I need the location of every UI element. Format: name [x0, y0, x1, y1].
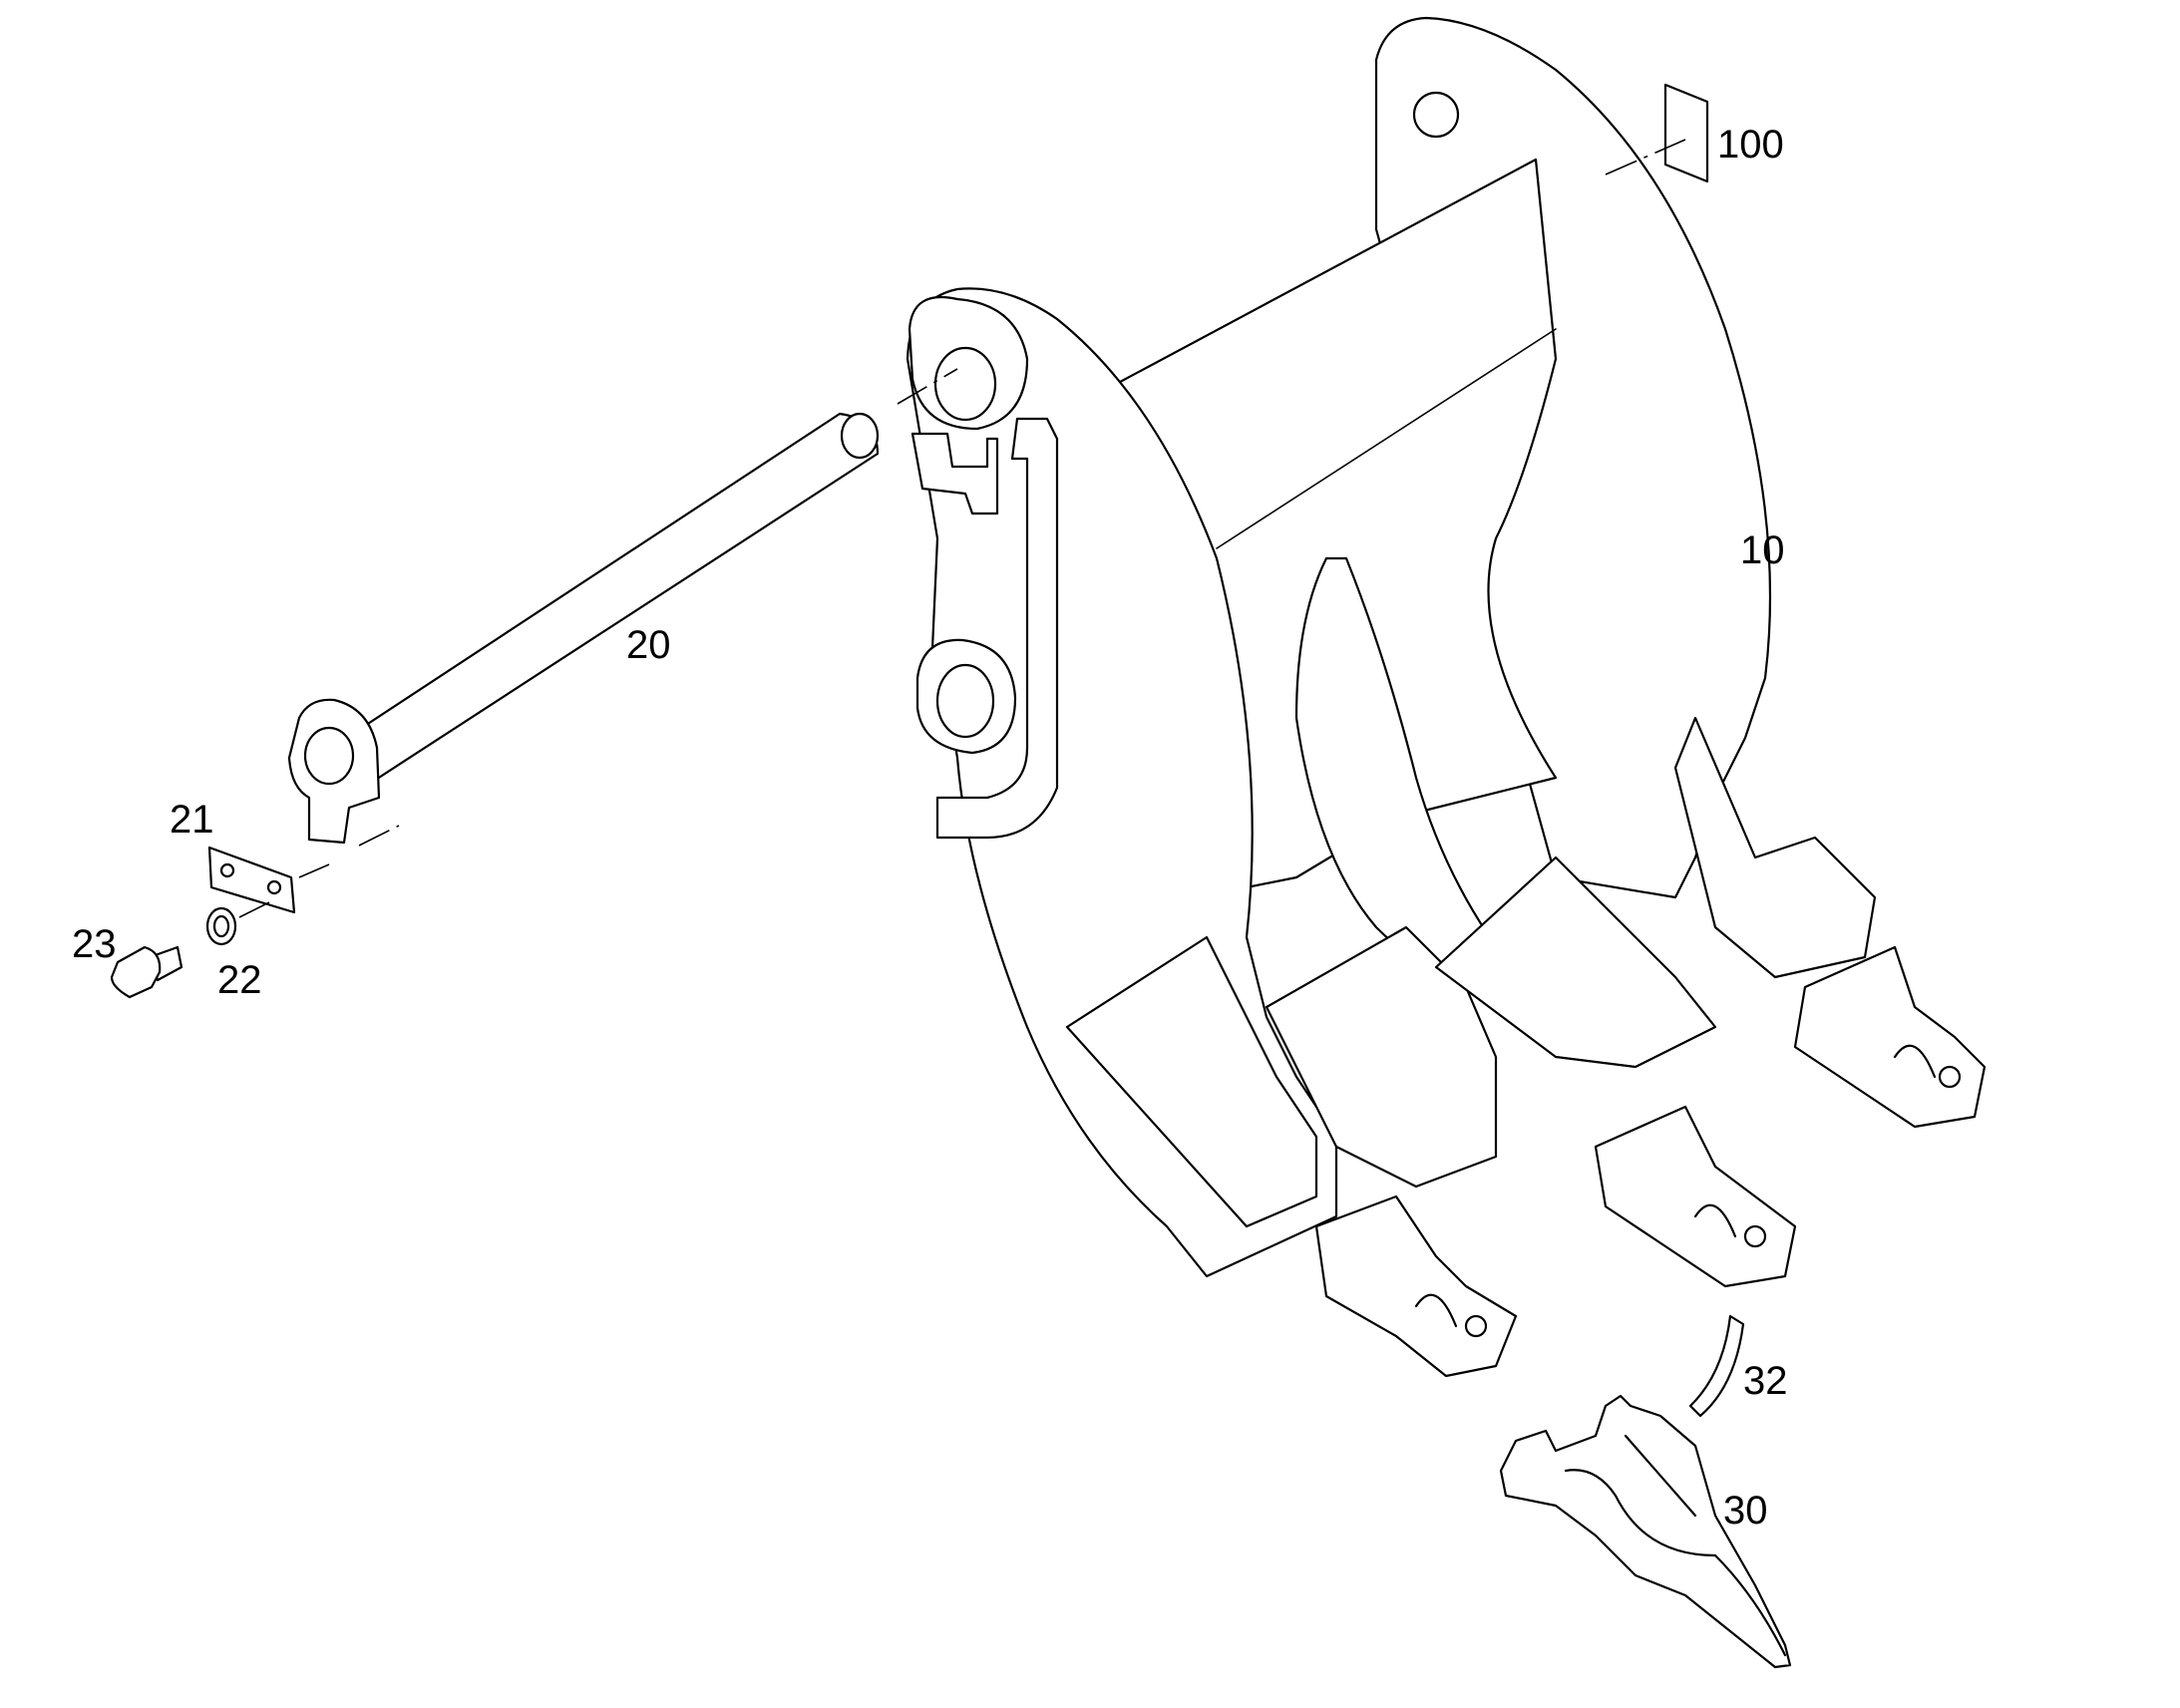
- latch-plate: [910, 432, 999, 515]
- bucket-tooth-part-30: [1499, 1394, 1792, 1669]
- pin-part-20: [287, 368, 958, 847]
- tooth-adapter-right: [1793, 945, 1987, 1129]
- side-cutter-right: [1673, 716, 1877, 979]
- pin-end: [840, 412, 880, 460]
- lower-pin-bore: [935, 663, 995, 739]
- callout-23: 23: [72, 922, 117, 966]
- pin-axis: [897, 368, 958, 405]
- callout-22: 22: [217, 958, 262, 1002]
- locking-plate-part-21: [207, 846, 330, 914]
- pin-shaft: [352, 412, 880, 785]
- callout-100: 100: [1717, 123, 1784, 167]
- quick-coupler-hook: [935, 417, 1059, 840]
- bucket-body-part-10: [906, 16, 1877, 1278]
- washer-part-22: [205, 901, 270, 946]
- edge-shroud-left: [1065, 935, 1318, 1228]
- upper-pin-bore: [933, 346, 997, 422]
- bolt-part-23: [110, 945, 183, 999]
- tooth-lock-part-32: [1688, 1314, 1745, 1418]
- callout-21: 21: [170, 798, 214, 842]
- tooth-adapter-center: [1594, 1105, 1797, 1288]
- callout-30: 30: [1723, 1489, 1768, 1533]
- wall-fold-line: [1216, 328, 1557, 549]
- lifting-eye-hole: [1412, 91, 1460, 139]
- edge-shroud-center: [1265, 925, 1498, 1189]
- pin-head-face: [303, 726, 355, 786]
- callout-10: 10: [1740, 528, 1785, 572]
- edge-shroud-right: [1434, 855, 1717, 1069]
- tooth-adapter-left: [1314, 1195, 1518, 1378]
- callout-32: 32: [1743, 1359, 1788, 1403]
- callout-20: 20: [626, 623, 671, 667]
- decal-part-100: [1605, 83, 1709, 183]
